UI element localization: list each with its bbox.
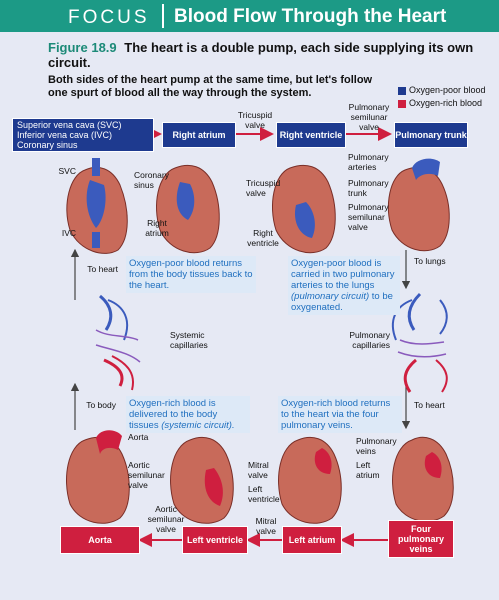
pulmonary-trunk-box: Pulmonary trunk [394, 122, 468, 148]
legend-label: Oxygen-poor blood [409, 85, 486, 95]
source-vessels-box: Superior vena cava (SVC) Inferior vena c… [12, 118, 154, 152]
pulmonary-semilunar-valve-label: Pulmonary semilunar valve [348, 102, 390, 132]
left-ventricle-box: Left ventricle [182, 526, 248, 554]
aorta-box: Aorta [60, 526, 140, 554]
description-systemic-out: Oxygen-rich blood is delivered to the bo… [126, 396, 250, 433]
heart-top-1 [66, 158, 128, 254]
legend: Oxygen-poor blood Oxygen-rich blood [398, 84, 486, 110]
label-right-atrium: Right atrium [145, 218, 169, 238]
figure-caption: The heart is a double pump, each side su… [48, 40, 474, 70]
banner-divider [162, 4, 164, 28]
label-pulmonary-trunk: Pulmonary trunk [348, 178, 389, 198]
mitral-valve-label: Mitral valve [255, 516, 277, 536]
aortic-semilunar-valve-label: Aortic semilunar valve [147, 504, 185, 534]
label-pulmonary-semilunar-valve: Pulmonary semilunar valve [348, 202, 389, 232]
description-systemic-out-term: (systemic circuit). [161, 420, 235, 431]
banner-title: Blood Flow Through the Heart [174, 6, 447, 27]
description-pulmonary-out-text: Oxygen-poor blood is carried in two pulm… [291, 258, 395, 291]
description-pulmonary-return: Oxygen-rich blood returns to the heart v… [278, 396, 402, 433]
label-coronary-sinus: Coronary sinus [134, 170, 169, 190]
tricuspid-valve-label: Tricuspid valve [237, 110, 273, 130]
source-line-svc: Superior vena cava (SVC) [17, 120, 122, 130]
label-right-ventricle: Right ventricle [247, 228, 279, 248]
description-pulmonary-out-end: to be oxygenated. [291, 291, 393, 313]
banner-focus-label: FOCUS [68, 7, 150, 28]
label-tricuspid-valve: Tricuspid valve [246, 178, 281, 198]
label-to-heart-right: To heart [414, 400, 445, 410]
figure-heading: Figure 18.9 The heart is a double pump, … [48, 40, 488, 70]
source-line-ivc: Inferior vena cava (IVC) [17, 130, 113, 140]
legend-label: Oxygen-rich blood [409, 98, 483, 108]
four-pulmonary-veins-box: Four pulmonary veins [388, 520, 454, 558]
figure-subtitle: Both sides of the heart pump at the same… [48, 74, 373, 99]
label-pulmonary-arteries: Pulmonary arteries [348, 152, 389, 172]
label-left-ventricle: Left ventricle [248, 484, 280, 504]
label-pulmonary-veins: Pulmonary veins [356, 436, 397, 456]
heart-top-3 [272, 164, 336, 254]
figure-number: Figure 18.9 [48, 40, 117, 55]
label-to-lungs: To lungs [414, 256, 446, 266]
right-circuit-lines [70, 248, 411, 430]
label-aortic-semilunar-valve: Aortic semilunar valve [128, 460, 165, 490]
heart-top-2 [156, 164, 220, 254]
label-svc: SVC [58, 166, 76, 176]
banner: FOCUS Blood Flow Through the Heart [0, 0, 499, 32]
heart-top-4 [387, 158, 450, 252]
legend-swatch-blue [398, 86, 406, 95]
legend-item-oxygen-poor: Oxygen-poor blood [398, 84, 486, 97]
right-atrium-box: Right atrium [162, 122, 236, 148]
left-atrium-box: Left atrium [282, 526, 342, 554]
label-left-atrium: Left atrium [356, 460, 380, 480]
description-systemic-return: Oxygen-poor blood returns from the body … [126, 256, 256, 293]
heart-bottom-3 [278, 436, 342, 524]
systemic-capillaries-graphic [95, 294, 141, 391]
description-pulmonary-out: Oxygen-poor blood is carried in two pulm… [288, 256, 400, 315]
label-aorta: Aorta [128, 432, 149, 442]
description-systemic-out-text: Oxygen-rich blood is delivered to the bo… [129, 398, 218, 431]
legend-item-oxygen-rich: Oxygen-rich blood [398, 97, 486, 110]
label-pulmonary-capillaries: Pulmonary capillaries [349, 330, 390, 350]
label-to-heart-left: To heart [87, 264, 118, 274]
right-ventricle-box: Right ventricle [276, 122, 346, 148]
source-line-coronary-sinus: Coronary sinus [17, 140, 78, 150]
pulmonary-capillaries-graphic [391, 292, 448, 393]
heart-bottom-2 [170, 436, 234, 524]
label-systemic-capillaries: Systemic capillaries [170, 330, 208, 350]
heart-bottom-1 [66, 430, 130, 524]
legend-swatch-red [398, 99, 406, 108]
label-ivc: IVC [61, 228, 76, 238]
heart-bottom-4 [392, 436, 454, 522]
label-to-body: To body [86, 400, 116, 410]
description-pulmonary-out-term: (pulmonary circuit) [291, 291, 370, 302]
label-mitral-valve: Mitral valve [248, 460, 269, 480]
